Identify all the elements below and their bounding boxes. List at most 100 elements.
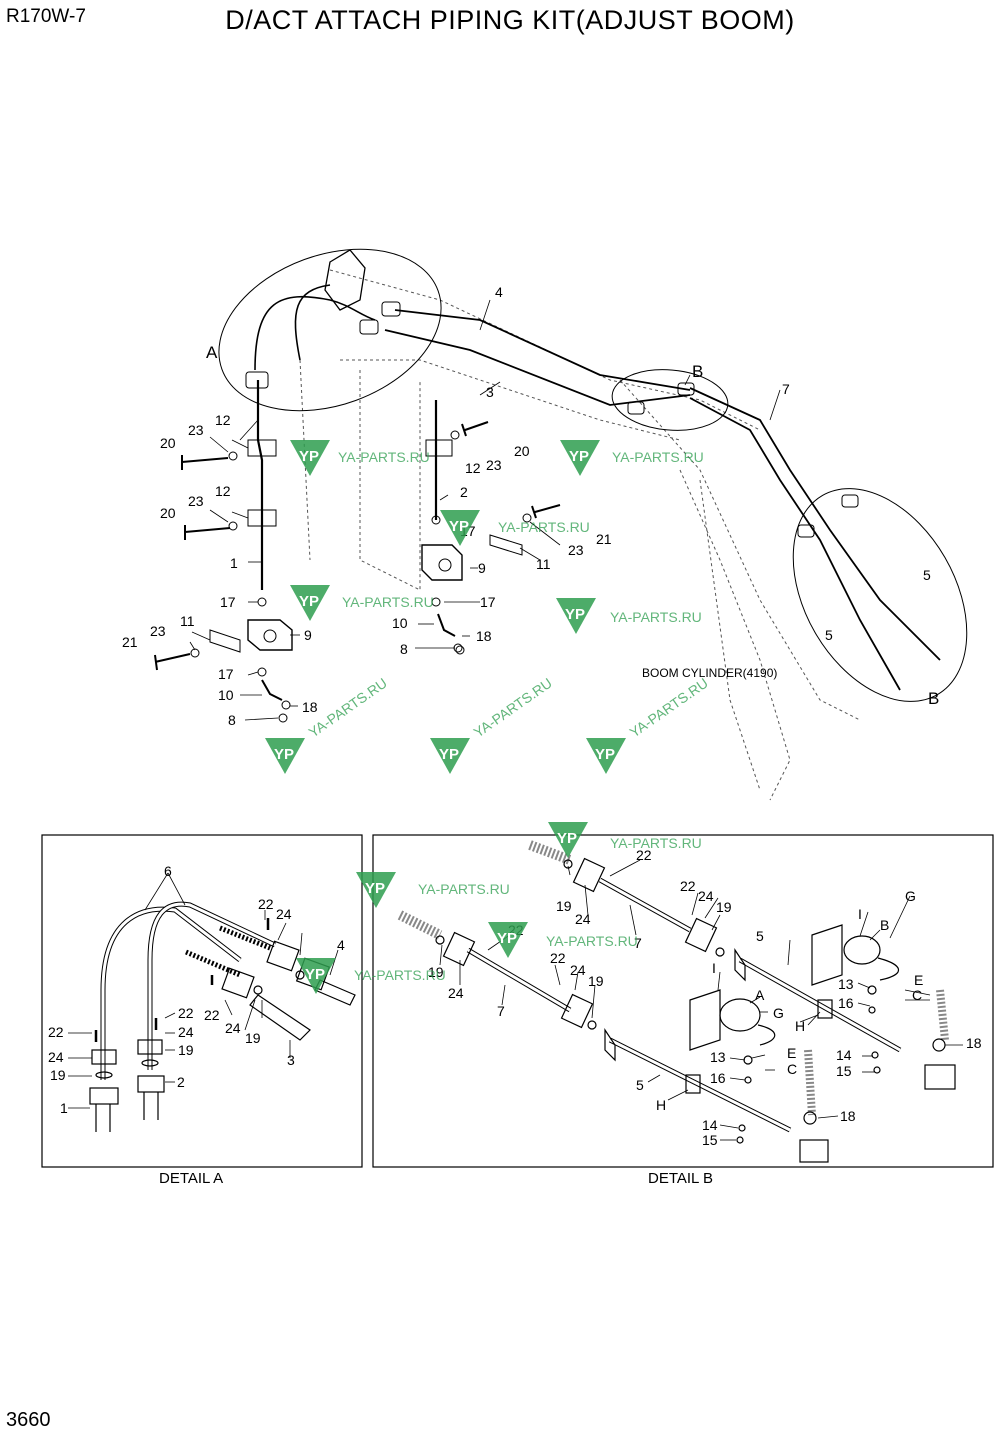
valve-block-9 xyxy=(247,619,293,651)
watermark-text: YA-PARTS.RU xyxy=(338,449,430,465)
part-label: 22 xyxy=(680,878,696,894)
part-label: 7 xyxy=(634,935,642,951)
letter-label: E xyxy=(914,972,923,988)
detail-b-circle-lower xyxy=(792,488,968,702)
fitting xyxy=(245,371,269,389)
part-label: 1 xyxy=(60,1100,68,1116)
part-label: 18 xyxy=(966,1035,982,1051)
watermark-text: YA-PARTS.RU xyxy=(498,519,590,535)
detail-marker-b: B xyxy=(692,362,703,381)
watermark: YA-PARTS.RU xyxy=(430,675,555,774)
pipe-1 xyxy=(256,380,264,590)
part-label: 4 xyxy=(337,937,345,953)
part-label: 5 xyxy=(923,567,931,583)
part-label: 24 xyxy=(698,888,714,904)
part-label: 14 xyxy=(836,1047,852,1063)
part-label: 12 xyxy=(215,483,231,499)
part-label: 9 xyxy=(478,560,486,576)
watermark-text: YA-PARTS.RU xyxy=(471,675,555,741)
bolt-21 xyxy=(531,504,561,519)
letter-label: G xyxy=(773,1005,784,1021)
part-label: 7 xyxy=(497,1003,505,1019)
leader-lines xyxy=(189,299,781,721)
detail-a-caption: DETAIL A xyxy=(159,1170,223,1187)
part-label: 23 xyxy=(188,422,204,438)
watermark-text: YA-PARTS.RU xyxy=(306,675,390,741)
part-label: 15 xyxy=(836,1063,852,1079)
watermark: YA-PARTS.RU xyxy=(556,598,702,634)
part-label: 6 xyxy=(164,863,172,879)
part-label: 22 xyxy=(204,1007,220,1023)
part-label: 19 xyxy=(178,1042,194,1058)
detail-marker-b: B xyxy=(928,689,939,708)
pipe-7 xyxy=(689,387,941,661)
part-label: 13 xyxy=(838,976,854,992)
clamp xyxy=(841,494,859,508)
clamp-12 xyxy=(425,439,453,457)
letter-label: H xyxy=(656,1097,666,1113)
part-label: 11 xyxy=(536,556,551,572)
part-label: 4 xyxy=(495,284,503,300)
watermark-text: YA-PARTS.RU xyxy=(612,449,704,465)
part-label: 23 xyxy=(486,457,502,473)
detail-b-circle-upper xyxy=(611,369,729,431)
pipe-4 xyxy=(394,309,691,391)
boom-outline xyxy=(299,269,861,801)
part-label: 3 xyxy=(486,384,494,400)
part-label: 1 xyxy=(230,555,238,571)
part-label: 17 xyxy=(218,666,234,682)
watermark-text: YA-PARTS.RU xyxy=(610,835,702,851)
watermark: YA-PARTS.RU xyxy=(560,440,704,476)
part-label: 18 xyxy=(302,699,318,715)
letter-label: I xyxy=(858,906,862,922)
letter-label: E xyxy=(787,1045,796,1061)
page-number: 3660 xyxy=(6,1409,51,1431)
letter-label: C xyxy=(912,987,922,1003)
pipe-7b xyxy=(689,397,901,691)
part-label: 5 xyxy=(825,627,833,643)
part-label: 24 xyxy=(448,985,464,1001)
bolt-21 xyxy=(154,653,191,671)
watermark-text: YA-PARTS.RU xyxy=(546,933,638,949)
part-label: 10 xyxy=(218,687,234,703)
part-label: 24 xyxy=(570,962,586,978)
watermark: YA-PARTS.RU xyxy=(356,872,510,908)
part-label: 21 xyxy=(596,531,612,547)
watermark: YA-PARTS.RU xyxy=(586,675,711,774)
part-label: 13 xyxy=(710,1049,726,1065)
watermark: YA-PARTS.RU xyxy=(265,675,390,774)
part-label: 5 xyxy=(636,1077,644,1093)
main-labels: A B B BOOM CYLINDER(4190) 1 2 3 4 5 5 7 … xyxy=(122,284,939,728)
part-label: 24 xyxy=(225,1020,241,1036)
part-label: 16 xyxy=(710,1070,726,1086)
part-label: 20 xyxy=(514,443,530,459)
valve-block-9 xyxy=(421,544,463,581)
letter-label: C xyxy=(787,1061,797,1077)
part-label: 18 xyxy=(476,628,492,644)
part-label: 5 xyxy=(756,928,764,944)
boom-cylinder-label: BOOM CYLINDER(4190) xyxy=(642,666,777,680)
part-label: 19 xyxy=(245,1030,261,1046)
pipe-3 xyxy=(384,329,691,406)
part-label: 22 xyxy=(178,1005,194,1021)
part-label: 17 xyxy=(220,594,236,610)
watermark: YA-PARTS.RU xyxy=(290,585,434,621)
part-label: 24 xyxy=(276,906,292,922)
part-label: 12 xyxy=(215,412,231,428)
part-label: 11 xyxy=(180,613,195,629)
clamp xyxy=(627,401,645,415)
part-label: 9 xyxy=(304,627,312,643)
part-label: 15 xyxy=(702,1132,718,1148)
bolt-20 xyxy=(181,455,231,540)
detail-a-circle xyxy=(218,248,442,412)
cable xyxy=(254,295,376,371)
watermark-text: YA-PARTS.RU xyxy=(627,675,711,741)
watermark-text: YA-PARTS.RU xyxy=(354,967,446,983)
detail-b-labels: 5 5 7 7 13 13 14 14 15 15 16 16 18 18 19… xyxy=(428,847,982,1148)
part-label: 8 xyxy=(400,641,408,657)
bolt-20 xyxy=(461,421,489,437)
watermark: YA-PARTS.RU xyxy=(488,922,638,958)
part-label: 20 xyxy=(160,435,176,451)
detail-marker-a: A xyxy=(206,343,218,362)
